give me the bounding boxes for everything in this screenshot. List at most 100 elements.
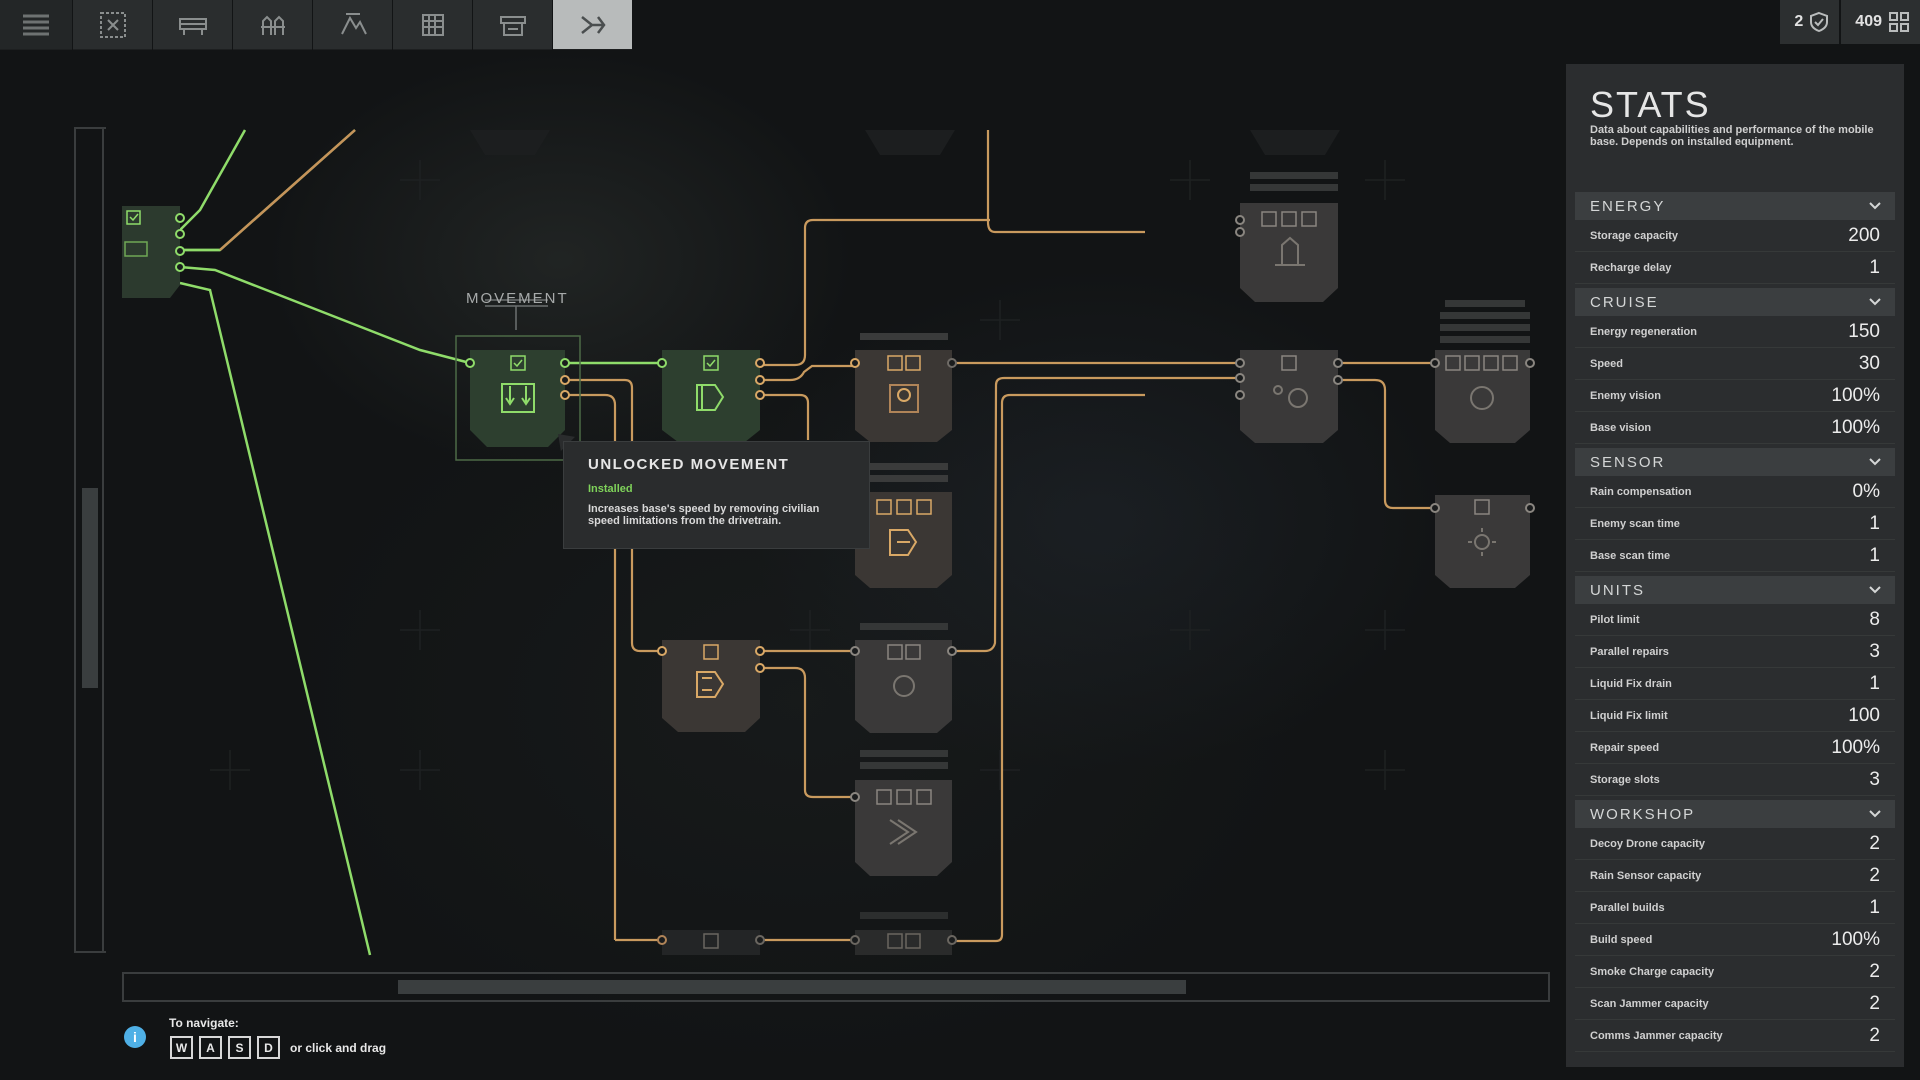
stat-row: Rain Sensor capacity 2 xyxy=(1575,860,1895,892)
tech-tree-canvas[interactable] xyxy=(0,0,1560,960)
section-header-sensor[interactable]: SENSOR xyxy=(1575,448,1895,476)
node-available-a[interactable] xyxy=(850,333,957,442)
node-locked-d[interactable] xyxy=(850,623,957,733)
stat-label: Build speed xyxy=(1590,933,1653,946)
section-header-workshop[interactable]: WORKSHOP xyxy=(1575,800,1895,828)
stat-row: Enemy scan time 1 xyxy=(1575,508,1895,540)
node-left-installed[interactable] xyxy=(122,206,185,298)
key-s: S xyxy=(228,1036,251,1059)
workshop-icon xyxy=(499,15,526,36)
node-locked-e[interactable] xyxy=(850,750,952,876)
grid-marks xyxy=(210,160,1405,790)
vertical-scroll-track[interactable] xyxy=(74,127,106,953)
info-icon: i xyxy=(124,1026,146,1048)
node-unlocked-movement[interactable] xyxy=(455,299,581,461)
chevron-down-icon xyxy=(1869,202,1881,210)
stat-value: 1 xyxy=(1869,512,1880,534)
node-locked-i[interactable] xyxy=(1430,495,1535,588)
node-available-b[interactable] xyxy=(855,463,952,588)
map-button[interactable] xyxy=(73,0,152,50)
stat-label: Recharge delay xyxy=(1590,261,1672,274)
branch-label-movement: MOVEMENT xyxy=(466,290,569,307)
grid-resource-icon xyxy=(1889,12,1909,32)
key-a: A xyxy=(199,1036,222,1059)
chevron-down-icon xyxy=(1869,810,1881,818)
available-links xyxy=(565,130,1435,943)
stat-value: 200 xyxy=(1848,224,1880,246)
stat-label: Rain Sensor capacity xyxy=(1590,869,1702,882)
stat-label: Liquid Fix drain xyxy=(1590,677,1672,690)
horizontal-scroll-track[interactable] xyxy=(122,972,1550,1002)
stat-label: Smoke Charge capacity xyxy=(1590,965,1715,978)
terrain-icon xyxy=(340,12,367,34)
node-locked-f[interactable] xyxy=(1235,172,1338,302)
stat-value: 2 xyxy=(1869,992,1880,1014)
horizontal-scroll-thumb[interactable] xyxy=(398,980,1186,994)
stat-value: 3 xyxy=(1869,768,1880,790)
stat-label: Comms Jammer capacity xyxy=(1590,1029,1723,1042)
grid-button[interactable] xyxy=(393,0,472,50)
chevron-down-icon xyxy=(1869,586,1881,594)
section-header-cruise[interactable]: CRUISE xyxy=(1575,288,1895,316)
stat-value: 2 xyxy=(1869,864,1880,886)
stat-label: Storage slots xyxy=(1590,773,1660,786)
resource-counter: 409 xyxy=(1841,0,1920,44)
workshop-button[interactable] xyxy=(473,0,552,50)
node-installed-2[interactable] xyxy=(657,350,765,442)
stats-panel: STATS Data about capabilities and perfor… xyxy=(1566,64,1904,1067)
stat-value: 0% xyxy=(1852,480,1880,502)
node-available-c[interactable] xyxy=(657,640,765,732)
section-header-units[interactable]: UNITS xyxy=(1575,576,1895,604)
node-locked-h[interactable] xyxy=(1430,300,1535,443)
resource-counters: 2 409 xyxy=(1778,0,1920,44)
link-tan xyxy=(219,129,356,251)
chevron-down-icon xyxy=(1869,298,1881,306)
stat-label: Enemy vision xyxy=(1590,389,1661,402)
units-button[interactable] xyxy=(233,0,312,50)
vertical-scroll-thumb[interactable] xyxy=(82,488,98,688)
stat-value: 150 xyxy=(1848,320,1880,342)
node-locked-g[interactable] xyxy=(1235,350,1343,443)
stat-label: Energy regeneration xyxy=(1590,325,1697,338)
tooltip-title: UNLOCKED MOVEMENT xyxy=(588,456,790,473)
tech-tree-icon xyxy=(580,15,606,34)
tech-tree-button[interactable] xyxy=(553,0,632,50)
stat-value: 1 xyxy=(1869,256,1880,278)
stat-label: Repair speed xyxy=(1590,741,1660,754)
offscreen-nodes xyxy=(470,130,1340,155)
stat-label: Base scan time xyxy=(1590,549,1671,562)
vehicle-button[interactable] xyxy=(153,0,232,50)
map-icon xyxy=(99,11,126,38)
stat-value: 2 xyxy=(1869,1024,1880,1046)
terrain-button[interactable] xyxy=(313,0,392,50)
stat-label: Parallel builds xyxy=(1590,901,1665,914)
stat-label: Storage capacity xyxy=(1590,229,1679,242)
section-header-energy[interactable]: ENERGY xyxy=(1575,192,1895,220)
node-tooltip: UNLOCKED MOVEMENT Installed Increases ba… xyxy=(563,441,870,549)
stat-row: Energy regeneration 150 xyxy=(1575,316,1895,348)
key-w: W xyxy=(170,1036,193,1059)
stat-row: Storage slots 3 xyxy=(1575,764,1895,796)
top-toolbar xyxy=(0,0,633,52)
menu-button[interactable] xyxy=(0,0,72,50)
stat-label: Speed xyxy=(1590,357,1624,370)
section-title: WORKSHOP xyxy=(1590,805,1696,823)
stat-label: Enemy scan time xyxy=(1590,517,1680,530)
units-icon xyxy=(260,15,285,35)
menu-icon xyxy=(23,14,49,35)
stat-label: Pilot limit xyxy=(1590,613,1640,626)
stat-label: Decoy Drone capacity xyxy=(1590,837,1705,850)
stat-value: 100% xyxy=(1831,416,1880,438)
vehicle-icon xyxy=(178,17,207,35)
